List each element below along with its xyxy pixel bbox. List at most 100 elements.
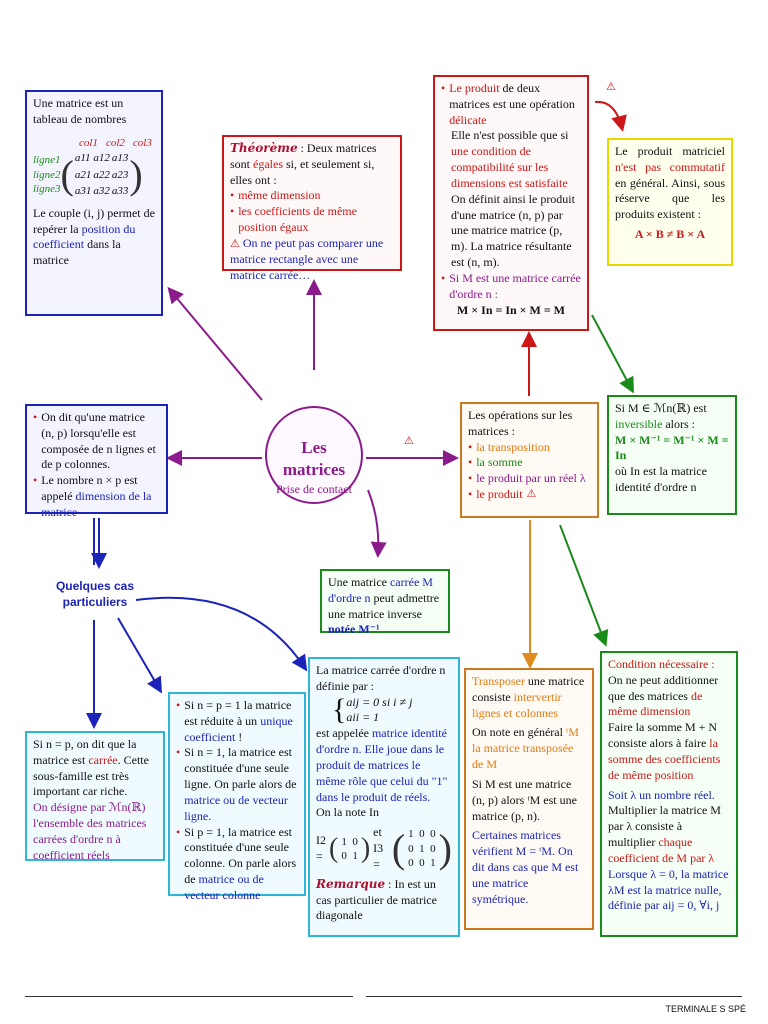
somme-p2: Faire la somme M + N consiste alors à fa… (608, 720, 730, 783)
inverse-mid: peut admettre une matrice inverse (328, 590, 440, 621)
carree-text: Si n = p, on dit que la matrice est carr… (33, 737, 157, 800)
cell-a13: a13 (111, 152, 129, 165)
op-produit-reel[interactable]: •le produit par un réel λ (468, 471, 586, 486)
dimension-bullet-1: •On dit qu'une matrice (n, p) lorsqu'ell… (33, 410, 160, 473)
identite-p1: La matrice carrée d'ordre n définie par … (316, 663, 446, 693)
somme-p1: On ne peut additionner que des matrices … (608, 673, 730, 720)
inversible-pre: Si M ∈ ℳn(ℝ) est (615, 401, 707, 415)
produit-p2: Elle n'est possible que si une condition… (441, 128, 581, 191)
theoreme-bullet-1: •même dimension (230, 188, 321, 203)
cell-a12: a12 (93, 152, 110, 165)
commutatif-post: en général. Ainsi, sous réserve que les … (615, 175, 725, 222)
produit-hl: Le produit (449, 81, 500, 95)
unique-b3-hl: matrice ou de vecteur colonne (184, 872, 264, 902)
somme-p5: Lorsque λ = 0, la matrice λM est la matr… (608, 866, 729, 913)
row-label-2: ligne2 (33, 168, 61, 181)
transposer-p2a: On note en général (472, 725, 566, 740)
commutatif-formula: A × B ≠ B × A (634, 227, 706, 242)
tableau-intro: Une matrice est un tableau de nombres (33, 96, 127, 126)
transposer-p2hl: ᵗM la matrice transposée de M (472, 725, 579, 772)
unique-b1-hl: unique coefficient (184, 713, 293, 744)
unique-bullet-2: •Si n = 1, la matrice est constituée d'u… (176, 745, 297, 823)
identite-p2: est appelée matrice identité d'ordre n. … (316, 726, 452, 805)
center-title: Les matrices (282, 438, 346, 480)
arrow-to-tableau (167, 286, 263, 401)
transposer-hl: Transposer (472, 674, 525, 688)
identite-p2-pre: est appelée (316, 726, 372, 741)
produit-bullet-2: •Si M est une matrice carrée d'ordre n : (441, 270, 581, 301)
inverse-pre: Une matrice (328, 575, 390, 589)
op-somme[interactable]: •la somme (468, 455, 523, 470)
inverse-box: Une matrice carrée M d'ordre n peut adme… (320, 569, 450, 636)
warning-icon-operations: ⚠ (404, 434, 414, 447)
op-produit[interactable]: •le produit ⚠ (468, 487, 537, 502)
dimension-b2-pre: Le nombre n × p est appelé (41, 473, 138, 504)
center-circle (265, 406, 363, 504)
somme-p4-text: Multiplier la matrice M par λ consiste à… (608, 803, 721, 850)
inversible-post: alors : (662, 416, 695, 431)
theoreme-box: Théorème : Deux matrices sont égales si,… (222, 135, 402, 282)
inversible-end: où In est la matrice identité d'ordre n (615, 464, 707, 495)
identite-et: et I3 = (373, 825, 384, 871)
op-somme-label: la somme (476, 455, 523, 470)
inversible-hl: inversible (615, 416, 663, 431)
theoreme-bullet-2: •les coefficients de même position égaux (230, 204, 394, 236)
op-transposition[interactable]: •la transposition (468, 439, 550, 454)
identite-def: { aij = 0 si i ≠ j aii = 1 (332, 693, 413, 727)
footer-line-right (366, 996, 742, 997)
couple-text: Le couple (i, j) permet de repérer la (33, 205, 155, 236)
commutatif-hl: n'est pas commutatif (615, 159, 725, 174)
cell-a33: a33 (111, 185, 129, 198)
theoreme-warning: ⚠ On ne peut pas comparer une matrice re… (230, 236, 394, 283)
tableau-box: Une matrice est un tableau de nombres co… (25, 90, 163, 316)
transposer-p4: Certaines matrices vérifient M = ᵗM. On … (472, 828, 579, 906)
cas-particuliers-title: Quelques cas particuliers (40, 579, 150, 619)
op-produit-reel-label: le produit par un réel λ (476, 471, 586, 486)
footer-line-left (25, 996, 353, 997)
transposer-p1: Transposer une matrice consiste interver… (472, 674, 586, 721)
identite-box: La matrice carrée d'ordre n définie par … (308, 657, 460, 937)
identite-p2-blue: . Elle joue dans le produit de matrices … (316, 742, 448, 804)
produit-formula: M × In = In × M = M (456, 302, 566, 317)
cell-a32: a32 (93, 185, 110, 198)
transposer-p1hl: intervertir lignes et colonnes (472, 689, 562, 720)
tableau-matrix: col1 col2 col3 ligne1 ligne2 ligne3 ( a1… (33, 136, 155, 200)
inversible-formula: M × M⁻¹ = M⁻¹ × M = In (615, 432, 729, 463)
somme-p4hl: chaque coefficient de M par λ (608, 835, 715, 865)
unique-b1-post: ! (235, 729, 243, 744)
theoreme-intro: Théorème : Deux matrices sont égales si,… (230, 141, 394, 188)
col-label-2: col2 (105, 136, 125, 149)
unique-b2-pre: Si n = 1, la matrice est constituée d'un… (184, 745, 297, 792)
unique-box: •Si n = p = 1 la matrice est réduite à u… (168, 692, 306, 902)
cell-a23: a23 (111, 168, 129, 181)
transposer-p3: Si M est une matrice (n, p) alors ᵗM est… (472, 776, 577, 823)
warning-icon: ⚠ (230, 236, 240, 250)
cas-title: Quelques cas particuliers (55, 579, 135, 609)
unique-b3-pre: Si p = 1, la matrice est constituée d'un… (184, 824, 297, 887)
identite-remarque: Remarque : In est un cas particulier de … (316, 877, 452, 924)
unique-b2-hl: matrice ou de vecteur ligne (184, 792, 288, 823)
col-label-1: col1 (79, 136, 98, 149)
carree-hl: carrée (88, 752, 118, 767)
theoreme-title: Théorème (230, 141, 298, 155)
arrow-to-identite (135, 596, 308, 672)
produit-bullet-1: •Le produit de deux matrices est une opé… (441, 81, 575, 127)
dimension-bullet-2: •Le nombre n × p est appelé dimension de… (33, 473, 152, 519)
unique-b2-post: . (208, 808, 212, 823)
arrow-to-somme (559, 524, 609, 647)
theoreme-warn-text: On ne peut pas comparer une matrice rect… (230, 235, 384, 282)
identite-i2: I2 = (316, 833, 326, 864)
arrow-to-unique (117, 617, 163, 694)
row-label-3: ligne3 (33, 183, 61, 196)
cell-a22: a22 (93, 168, 110, 181)
unique-bullet-1: •Si n = p = 1 la matrice est réduite à u… (176, 698, 293, 744)
identite-note: On la note In (316, 805, 379, 820)
center-subtitle: Prise de contact (276, 481, 352, 496)
produit-b1: de deux matrices est une opération (449, 81, 575, 111)
col-label-3: col3 (132, 136, 152, 149)
somme-title: Condition nécessaire : (608, 657, 715, 671)
produit-delicate: délicate (449, 112, 487, 127)
transposer-p2: On note en général ᵗM la matrice transpo… (472, 725, 586, 772)
dimension-box: •On dit qu'une matrice (n, p) lorsqu'ell… (25, 404, 168, 519)
